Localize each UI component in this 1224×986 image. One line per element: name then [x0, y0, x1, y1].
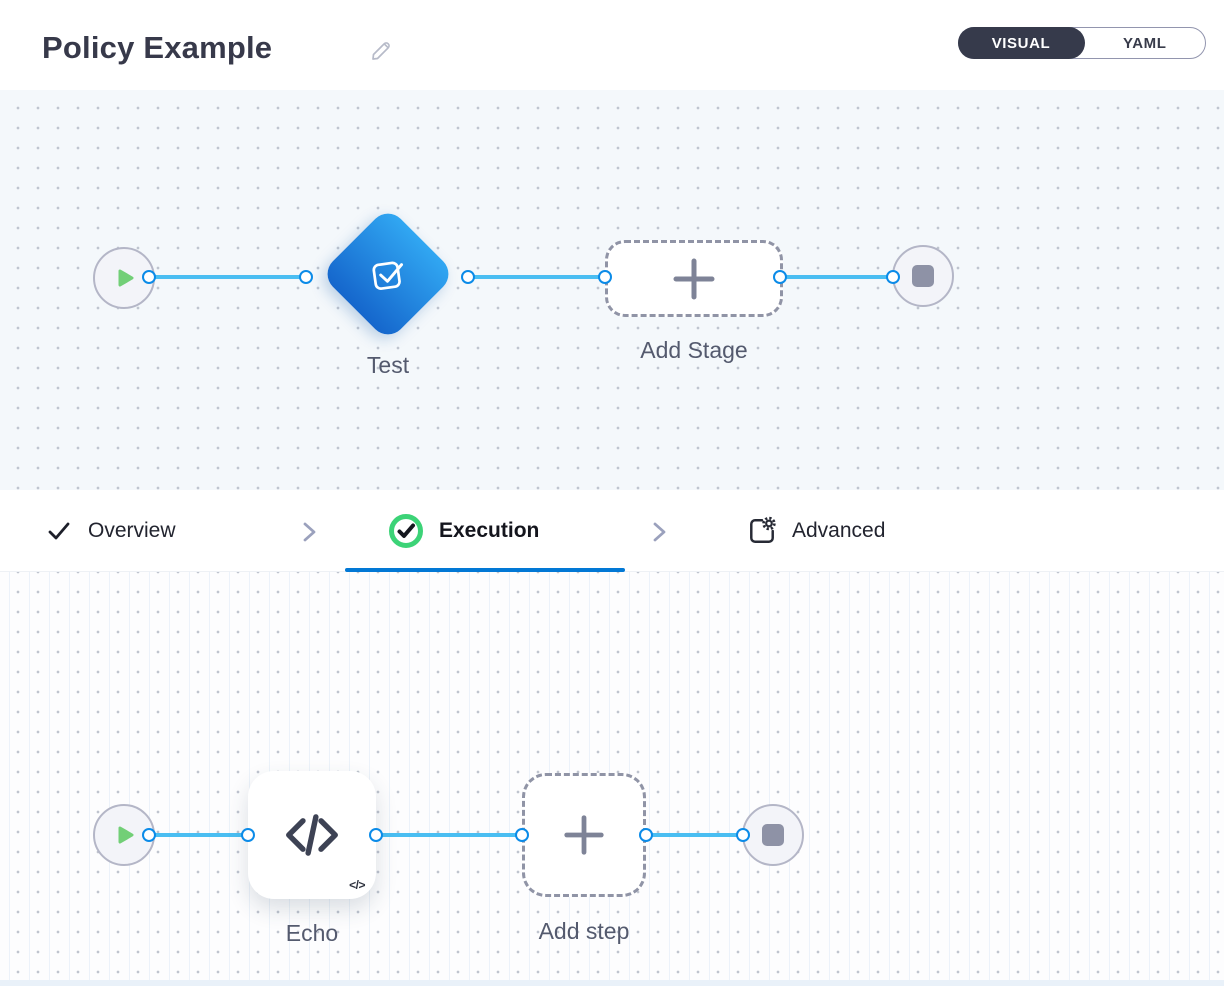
- stop-icon: [762, 824, 784, 846]
- port-addstage-out[interactable]: [773, 270, 787, 284]
- advanced-gear-icon: [750, 516, 776, 543]
- stage-label: Test: [366, 352, 410, 378]
- stop-icon: [912, 265, 934, 287]
- play-icon: [118, 826, 134, 844]
- edge-step-to-addstep: [376, 833, 522, 837]
- step-node-echo[interactable]: </>: [248, 771, 376, 899]
- execution-end-node[interactable]: [742, 804, 804, 866]
- pipeline-end-node[interactable]: [892, 245, 954, 307]
- canvas-bottom-edge: [0, 980, 1224, 986]
- code-icon: [286, 814, 338, 856]
- add-stage-label: Add Stage: [640, 337, 748, 363]
- approval-check-icon: [372, 261, 403, 290]
- plus-icon: [564, 815, 604, 855]
- stage-node-test[interactable]: [320, 206, 456, 342]
- port-start-out[interactable]: [142, 270, 156, 284]
- page-title: Policy Example: [42, 30, 273, 65]
- port-addstep-in[interactable]: [515, 828, 529, 842]
- tab-overview[interactable]: Overview: [45, 490, 176, 572]
- port-stage-in[interactable]: [299, 270, 313, 284]
- edge-stage-to-addstage: [468, 275, 605, 279]
- port-step-in[interactable]: [241, 828, 255, 842]
- step-canvas[interactable]: </> Echo Add step: [0, 572, 1224, 986]
- add-step-label: Add step: [538, 918, 630, 944]
- step-label: Echo: [285, 920, 339, 946]
- edge-start-to-stage: [149, 275, 306, 279]
- edge-addstep-to-end: [646, 833, 743, 837]
- header: Policy Example VISUAL YAML: [0, 0, 1224, 90]
- port-step-out[interactable]: [369, 828, 383, 842]
- edit-title-button[interactable]: [368, 38, 394, 64]
- port-end-in[interactable]: [736, 828, 750, 842]
- toggle-yaml[interactable]: YAML: [1122, 34, 1167, 52]
- tab-overview-label: Overview: [88, 519, 176, 542]
- play-icon: [118, 269, 134, 287]
- check-circle-icon: [389, 514, 423, 548]
- plus-icon: [673, 258, 715, 299]
- step-type-badge: </>: [349, 878, 365, 892]
- tab-execution[interactable]: Execution: [388, 490, 539, 572]
- pencil-icon: [372, 42, 390, 60]
- stage-canvas[interactable]: Test Add Stage: [0, 90, 1224, 490]
- toggle-visual[interactable]: VISUAL: [957, 27, 1085, 59]
- edge-addstage-to-end: [780, 275, 893, 279]
- port-start-out[interactable]: [142, 828, 156, 842]
- tab-advanced-label: Advanced: [792, 519, 886, 542]
- active-tab-indicator: [345, 568, 625, 572]
- edge-start-to-step: [149, 833, 248, 837]
- stage-tabbar: Overview Execution Advanced: [0, 490, 1224, 572]
- port-addstage-in[interactable]: [598, 270, 612, 284]
- port-end-in[interactable]: [886, 270, 900, 284]
- add-stage-button[interactable]: [605, 240, 783, 317]
- visual-yaml-toggle: VISUAL YAML: [957, 27, 1206, 59]
- tab-advanced[interactable]: Advanced: [747, 490, 885, 572]
- port-stage-out[interactable]: [461, 270, 475, 284]
- chevron-right-icon: [303, 522, 316, 542]
- tab-execution-label: Execution: [439, 519, 540, 542]
- chevron-right-icon: [653, 522, 666, 542]
- add-step-button[interactable]: [522, 773, 646, 897]
- check-icon: [48, 522, 70, 540]
- port-addstep-out[interactable]: [639, 828, 653, 842]
